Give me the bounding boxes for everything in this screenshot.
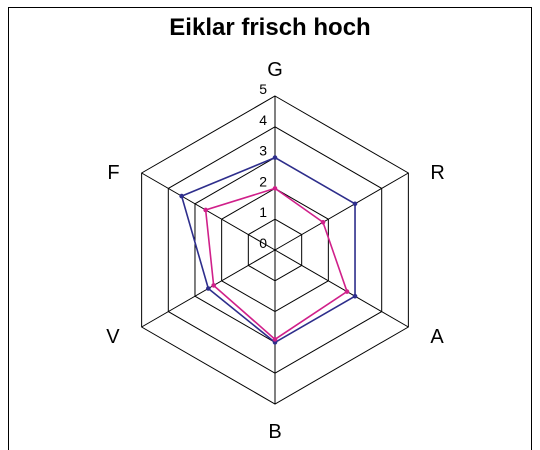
- radar-ticks: 0 1 2 3 4 5: [259, 81, 267, 251]
- series-2-point-v: [211, 283, 216, 288]
- series-line-1: [180, 156, 356, 344]
- radar-grid: [141, 95, 409, 405]
- radar-axis-labels: G R A B V F: [106, 59, 445, 443]
- series-2-point-f: [203, 207, 208, 213]
- radar-series: [179, 155, 358, 345]
- axis-label-v: V: [106, 326, 120, 348]
- tick-label-3: 3: [259, 143, 267, 159]
- tick-label-1: 1: [259, 204, 267, 220]
- tick-label-4: 4: [259, 112, 267, 128]
- grid-spoke-r: [274, 172, 409, 251]
- series-1-point-f: [179, 193, 184, 199]
- tick-label-0: 0: [259, 235, 267, 251]
- axis-label-b: B: [268, 421, 281, 443]
- series-2-point-g: [272, 186, 278, 191]
- axis-label-a: A: [430, 326, 444, 348]
- series-2-point-r: [320, 219, 326, 225]
- axis-label-r: R: [430, 162, 444, 184]
- grid-spoke-a: [274, 249, 409, 328]
- series-2-point-a: [344, 289, 350, 294]
- grid-spoke-f: [141, 172, 276, 251]
- series-1-point-v: [206, 286, 211, 291]
- series-1-point-a: [352, 293, 358, 299]
- series-2-point-b: [272, 337, 278, 342]
- series-1-point-r: [352, 201, 358, 207]
- axis-label-g: G: [267, 59, 283, 81]
- axis-label-f: F: [107, 162, 119, 184]
- tick-label-2: 2: [259, 173, 267, 189]
- series-line-2: [204, 187, 348, 341]
- tick-label-5: 5: [259, 81, 267, 97]
- chart-frame: [8, 7, 532, 450]
- chart-title: Eiklar frisch hoch: [169, 14, 371, 41]
- series-1-point-g: [272, 155, 278, 160]
